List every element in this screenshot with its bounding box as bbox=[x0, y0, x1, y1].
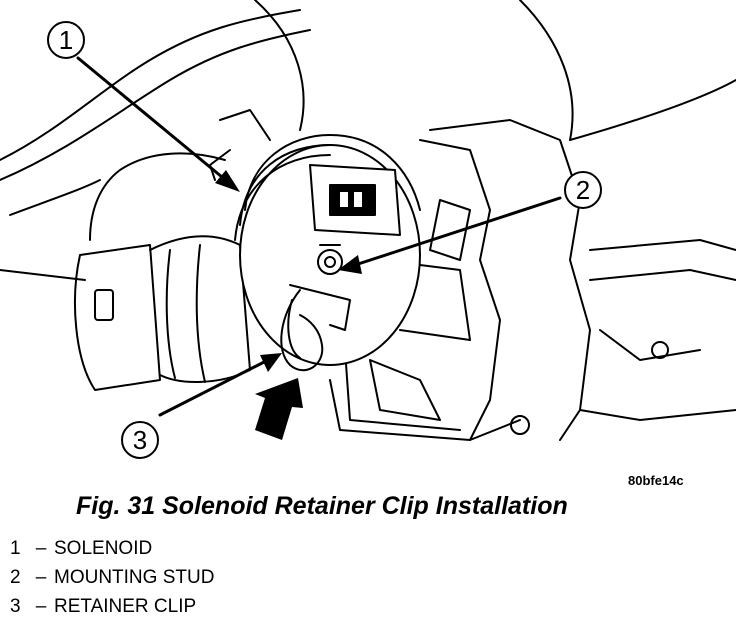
leader-arrows bbox=[76, 56, 562, 417]
legend-item-number: 1 bbox=[10, 538, 21, 559]
callout-number-2: 2 bbox=[576, 175, 590, 205]
callout-circle-1 bbox=[47, 21, 85, 59]
steering-column-housing bbox=[254, 0, 736, 441]
arrowhead-2 bbox=[338, 255, 362, 274]
legend-item-label: RETAINER CLIP bbox=[54, 596, 197, 617]
figure-caption: Fig. 31 Solenoid Retainer Clip Installat… bbox=[76, 492, 568, 520]
arrowhead-3 bbox=[260, 353, 282, 372]
background-lines bbox=[0, 9, 311, 281]
legend-item-number: 2 bbox=[10, 567, 21, 588]
legend-item-separator: – bbox=[35, 567, 47, 588]
install-direction-arrow bbox=[255, 378, 303, 440]
legend: 1–SOLENOID 2–MOUNTING STUD 3–RETAINER CL… bbox=[10, 534, 214, 621]
legend-item-separator: – bbox=[35, 596, 47, 617]
legend-item: 1–SOLENOID bbox=[10, 534, 214, 563]
retainer-clip bbox=[280, 284, 351, 372]
figure-image-code: 80bfe14c bbox=[628, 473, 684, 488]
callout-circle-2 bbox=[564, 171, 602, 209]
legend-item: 3–RETAINER CLIP bbox=[10, 592, 214, 621]
callout-number-3: 3 bbox=[133, 425, 147, 455]
legend-item-label: SOLENOID bbox=[54, 538, 153, 559]
solenoid-body bbox=[209, 109, 421, 366]
arrowhead-1 bbox=[215, 170, 240, 192]
callout-circle-3 bbox=[121, 421, 159, 459]
solenoid-illustration: 1 2 3 bbox=[0, 0, 736, 459]
legend-item-label: MOUNTING STUD bbox=[54, 567, 215, 588]
legend-item-separator: – bbox=[35, 538, 47, 559]
legend-item: 2–MOUNTING STUD bbox=[10, 563, 214, 592]
legend-item-number: 3 bbox=[10, 596, 21, 617]
callout-number-1: 1 bbox=[59, 25, 73, 55]
wiring-connector bbox=[74, 235, 251, 391]
